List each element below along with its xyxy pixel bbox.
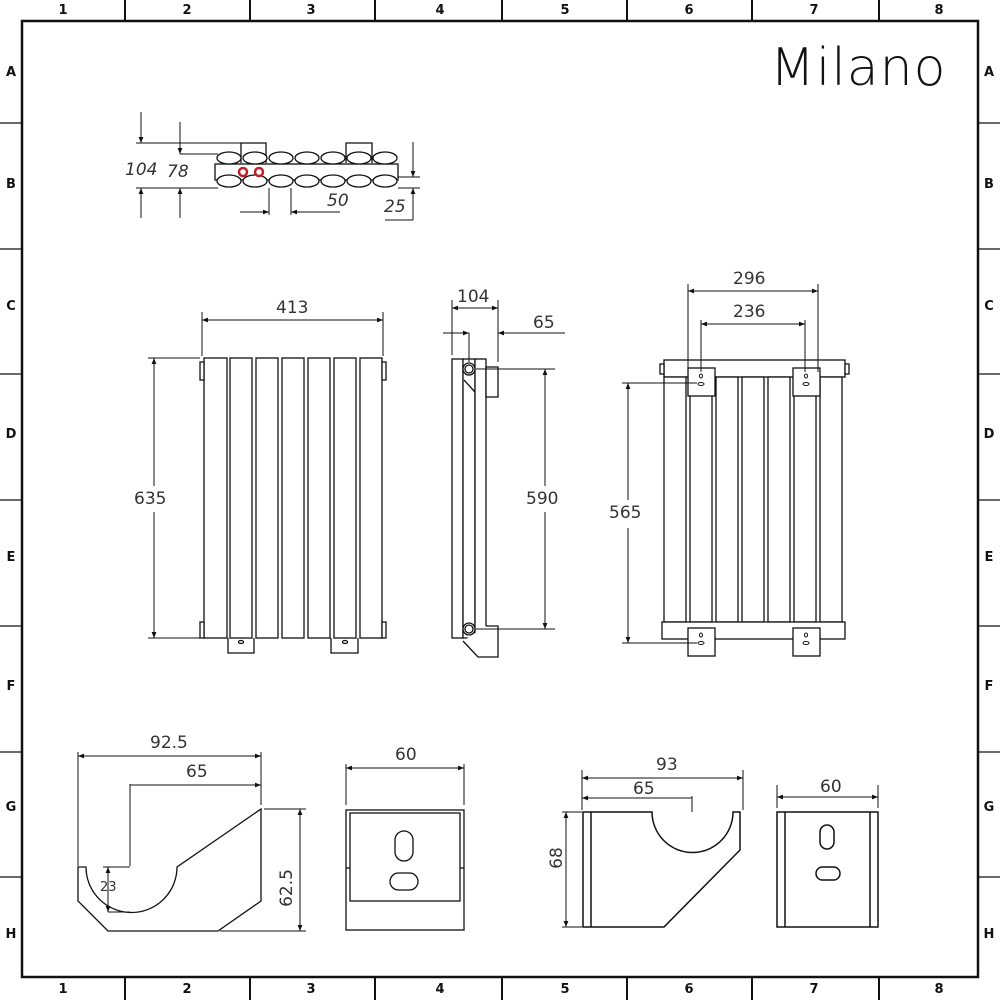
- row-label: A: [5, 65, 17, 80]
- col-label: 5: [560, 3, 570, 18]
- dim-overall-depth: 104: [125, 160, 158, 180]
- brand-logo: Milano: [770, 38, 947, 98]
- dim-bracket-b-length: 93: [656, 755, 678, 775]
- row-label: E: [6, 550, 16, 565]
- col-label: 8: [934, 982, 944, 997]
- dim-offset: 25: [384, 197, 406, 217]
- bracket-b-front: [776, 785, 879, 928]
- row-label: D: [5, 427, 17, 442]
- row-label: B: [984, 177, 994, 192]
- col-label: 4: [435, 3, 445, 18]
- row-label: F: [984, 679, 994, 694]
- bracket-a-front: [345, 764, 465, 931]
- dim-width: 413: [276, 298, 309, 318]
- col-label: 2: [182, 982, 192, 997]
- bracket-a-side: [77, 752, 306, 932]
- dim-wall-offset: 65: [533, 313, 555, 333]
- dim-bracket-a-height: 62.5: [276, 869, 297, 907]
- dim-bracket-b-centre: 65: [633, 779, 655, 799]
- col-label: 7: [809, 3, 819, 18]
- col-label: 1: [58, 3, 68, 18]
- dim-inner-bracket-centres: 236: [733, 302, 766, 322]
- dim-bracket-a-width: 60: [395, 745, 417, 765]
- plan-view: [136, 112, 420, 221]
- row-label: A: [983, 65, 995, 80]
- row-label: F: [6, 679, 16, 694]
- dim-panel-depth: 78: [167, 162, 189, 182]
- col-label: 5: [560, 982, 570, 997]
- col-label: 6: [684, 3, 694, 18]
- dim-pipe-centres: 590: [526, 489, 559, 509]
- dim-bracket-a-centre: 65: [186, 762, 208, 782]
- col-label: 8: [934, 3, 944, 18]
- col-label: 6: [684, 982, 694, 997]
- dim-bracket-a-length: 92.5: [150, 733, 188, 753]
- col-label: 2: [182, 3, 192, 18]
- row-label: C: [984, 299, 994, 314]
- dim-bracket-height: 565: [609, 503, 642, 523]
- row-label: H: [5, 927, 17, 942]
- dim-bracket-a-radius: 23: [100, 880, 117, 895]
- col-label: 3: [306, 982, 316, 997]
- col-label: 3: [306, 3, 316, 18]
- dim-bracket-b-width: 60: [820, 777, 842, 797]
- rear-view: [622, 284, 850, 657]
- row-label: E: [984, 550, 994, 565]
- row-label: D: [983, 427, 995, 442]
- row-label: G: [5, 800, 17, 815]
- bracket-b-side: [562, 770, 744, 928]
- dim-outer-bracket-centres: 296: [733, 269, 766, 289]
- dim-bracket-b-height: 68: [546, 847, 567, 869]
- col-label: 7: [809, 982, 819, 997]
- side-view: [443, 300, 565, 658]
- row-label: G: [983, 800, 995, 815]
- dim-tube-pitch: 50: [327, 191, 349, 211]
- dim-height: 635: [134, 489, 167, 509]
- col-label: 1: [58, 982, 68, 997]
- dim-side-depth: 104: [457, 287, 490, 307]
- row-label: B: [6, 177, 16, 192]
- row-label: H: [983, 927, 995, 942]
- front-view: [148, 312, 387, 654]
- col-label: 4: [435, 982, 445, 997]
- row-label: C: [6, 299, 16, 314]
